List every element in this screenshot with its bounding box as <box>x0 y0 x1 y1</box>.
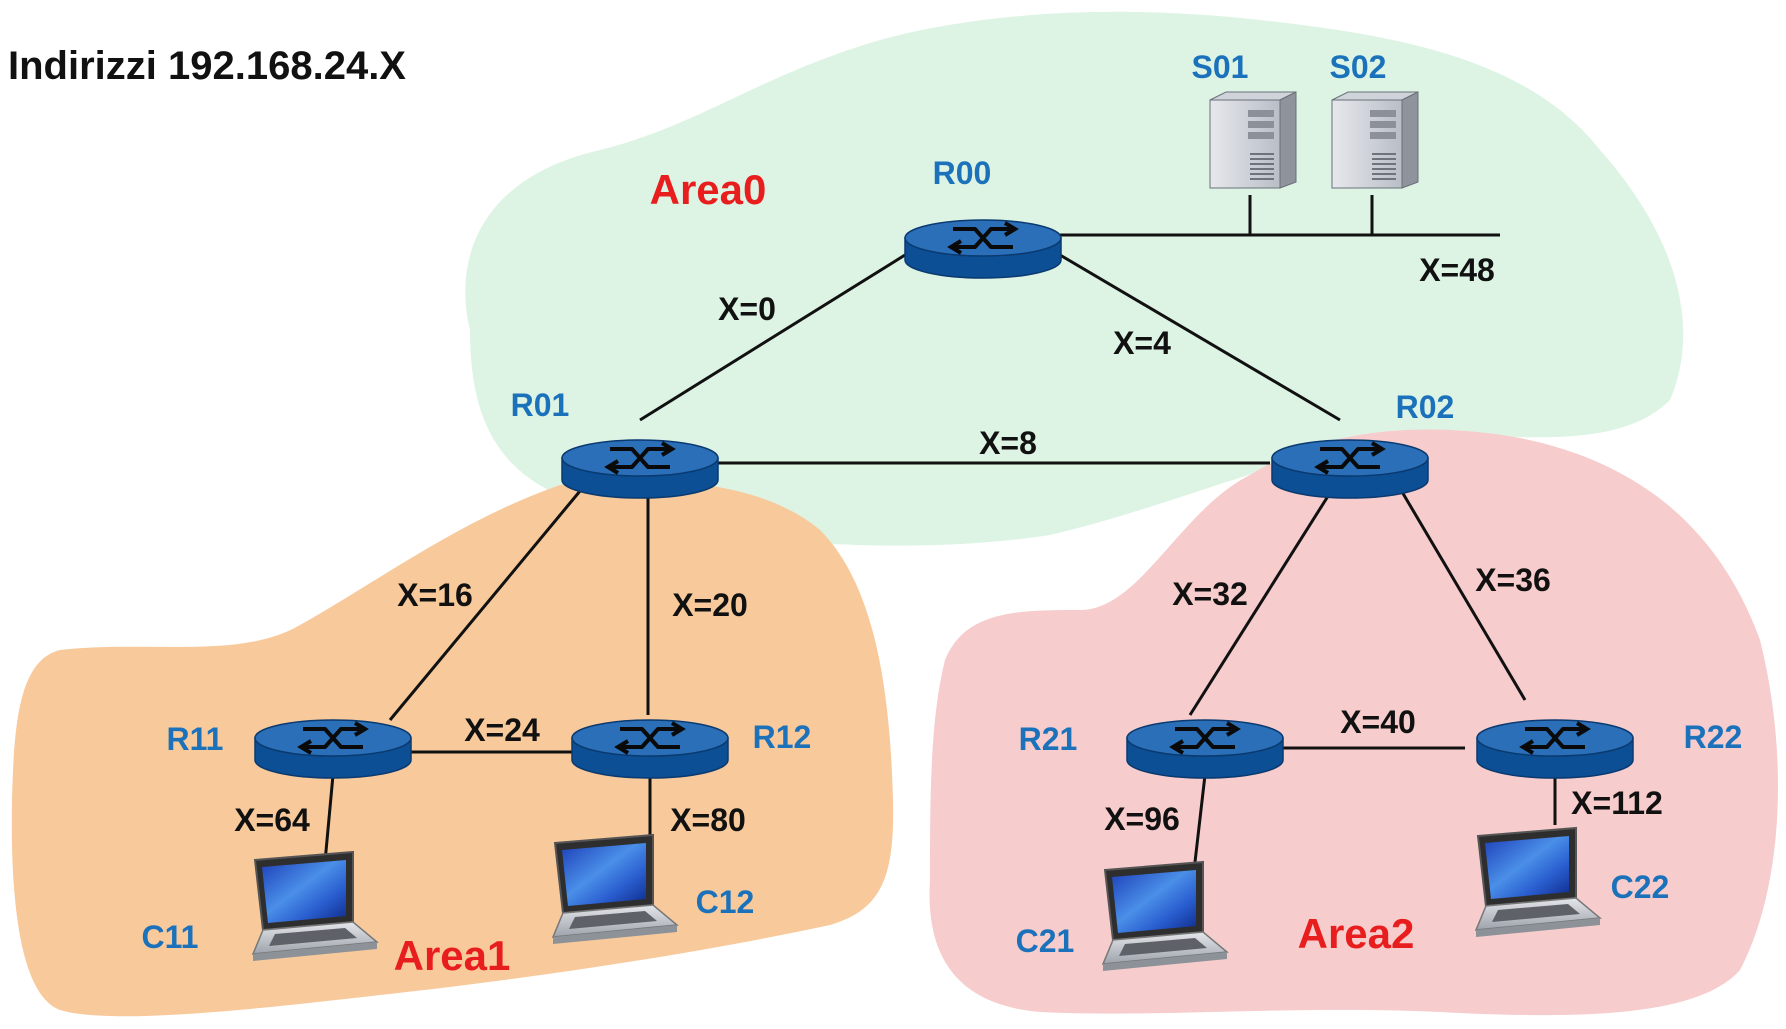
router-icon <box>1476 719 1634 779</box>
link-label-r22-c22: X=112 <box>1571 785 1663 821</box>
nodes-layer <box>251 91 1634 971</box>
client-label-c12: C12 <box>696 884 755 920</box>
router-icon <box>254 719 412 779</box>
link-label-r21-r22: X=40 <box>1340 704 1416 740</box>
link-r02-r22 <box>1396 484 1527 701</box>
router-r11[interactable] <box>254 719 412 779</box>
router-r12[interactable] <box>571 719 729 779</box>
client-c12[interactable] <box>551 833 679 944</box>
server-tower-icon <box>1331 91 1419 189</box>
server-s02[interactable] <box>1331 91 1419 189</box>
client-c22[interactable] <box>1474 826 1602 937</box>
laptop-icon <box>1101 860 1229 971</box>
laptop-icon <box>1474 826 1602 937</box>
router-label-r00: R00 <box>933 155 992 191</box>
link-label-r00-r01: X=0 <box>718 291 776 327</box>
router-icon <box>1126 719 1284 779</box>
link-r11-c11 <box>323 774 335 863</box>
server-s01[interactable] <box>1209 91 1297 189</box>
link-label-r11-r12: X=24 <box>464 712 540 748</box>
link-label-r12-c12: X=80 <box>670 802 746 838</box>
page-title: Indirizzi 192.168.24.X <box>8 44 406 88</box>
laptop-icon <box>551 833 679 944</box>
router-r01[interactable] <box>561 439 719 499</box>
client-label-c11: C11 <box>142 919 199 955</box>
router-r02[interactable] <box>1271 439 1429 499</box>
link-label-r01-r11: X=16 <box>397 577 473 613</box>
router-r00[interactable] <box>904 219 1062 279</box>
client-c11[interactable] <box>251 850 379 961</box>
link-label-r21-c21: X=96 <box>1104 801 1180 837</box>
link-label-r01-r02: X=8 <box>979 425 1037 461</box>
router-r21[interactable] <box>1126 719 1284 779</box>
area2-label: Area2 <box>1298 910 1415 957</box>
router-icon <box>571 719 729 779</box>
link-label-r01-r12: X=20 <box>672 587 748 623</box>
links-layer <box>323 195 1557 863</box>
router-label-r01: R01 <box>511 387 570 423</box>
server-label-s01: S01 <box>1192 49 1249 85</box>
router-label-r21: R21 <box>1019 721 1078 757</box>
link-r01-r11 <box>388 484 587 721</box>
client-label-c21: C21 <box>1016 923 1075 959</box>
link-r00-r02 <box>1059 253 1341 422</box>
router-r22[interactable] <box>1476 719 1634 779</box>
router-icon <box>1271 439 1429 499</box>
client-c21[interactable] <box>1101 860 1229 971</box>
router-label-r22: R22 <box>1684 719 1743 755</box>
link-r21-c21 <box>1193 774 1207 863</box>
area1-blob <box>11 480 894 1017</box>
link-r02-r21 <box>1188 484 1337 716</box>
link-r00-r01 <box>639 253 906 422</box>
link-label-r00-lan: X=48 <box>1419 252 1495 288</box>
server-label-s02: S02 <box>1330 49 1387 85</box>
client-label-c22: C22 <box>1611 869 1670 905</box>
router-icon <box>904 219 1062 279</box>
area1-label: Area1 <box>394 932 511 979</box>
area0-label: Area0 <box>650 166 767 213</box>
link-label-r11-c11: X=64 <box>234 802 310 838</box>
router-label-r11: R11 <box>167 721 224 757</box>
router-label-r02: R02 <box>1396 389 1455 425</box>
router-icon <box>561 439 719 499</box>
link-label-r02-r22: X=36 <box>1475 562 1551 598</box>
link-label-r02-r21: X=32 <box>1172 576 1248 612</box>
link-label-r00-r02: X=4 <box>1113 325 1171 361</box>
server-tower-icon <box>1209 91 1297 189</box>
laptop-icon <box>251 850 379 961</box>
router-label-r12: R12 <box>753 719 812 755</box>
